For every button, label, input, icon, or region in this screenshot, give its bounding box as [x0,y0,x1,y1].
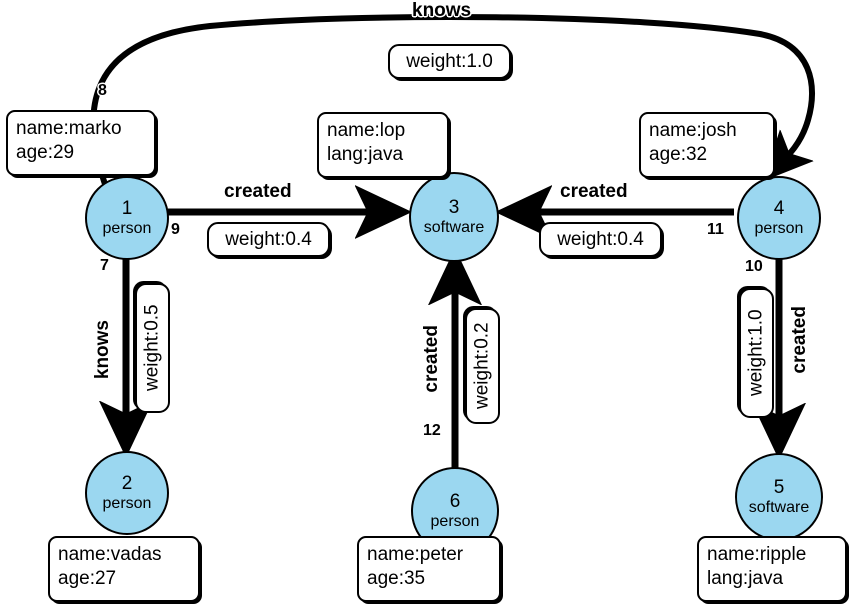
property-row: name:vadas [58,544,162,565]
edge-7-weight: weight:0.5 [135,283,170,413]
property-row: age:35 [367,568,426,590]
vertex-4[interactable]: 4 person [737,176,821,260]
vertex-3[interactable]: 3 software [409,172,499,262]
vertex-4-properties: name:josh age:32 [639,112,775,178]
vertex-label: software [748,498,810,516]
edge-11-label: created [560,181,628,202]
edge-9-weight: weight:0.4 [207,222,330,257]
vertex-2-properties: name:vadas age:27 [48,536,200,602]
vertex-3-properties: name:lop lang:java [317,112,449,178]
edge-10-id: 10 [745,258,763,275]
vertex-1[interactable]: 1 person [85,176,169,260]
edge-11-weight: weight:0.4 [539,222,662,257]
edge-7-id: 7 [100,257,109,274]
edge-8-label: knows [412,0,472,21]
vertex-label: person [102,494,152,512]
edge-9-label: created [224,181,292,202]
vertex-label: person [102,219,152,237]
property-row: name:ripple [707,544,807,565]
property-row: lang:java [327,144,404,166]
edge-8-knows-1-to-4 [88,11,818,192]
vertex-id: 3 [448,197,460,219]
vertex-6-properties: name:peter age:35 [357,536,501,602]
property-row: age:32 [649,144,708,166]
vertex-id: 2 [121,473,133,495]
vertex-id: 4 [773,198,785,220]
vertex-id: 1 [121,198,133,220]
edge-8-id: 8 [98,82,107,99]
edge-9-id: 9 [171,221,180,238]
edge-11-id: 11 [707,221,724,238]
vertex-label: software [423,218,485,236]
vertex-label: person [754,219,804,237]
vertex-5-properties: name:ripple lang:java [697,536,847,602]
vertex-id: 6 [449,491,461,513]
edge-7-label: knows [92,320,113,380]
vertex-2[interactable]: 2 person [85,451,169,535]
property-row: name:josh [649,120,737,141]
vertex-label: person [430,512,480,530]
edge-10-weight: weight:1.0 [739,288,774,418]
edge-12-weight: weight:0.2 [465,308,500,424]
property-row: name:lop [327,120,406,141]
vertex-id: 5 [773,477,785,499]
property-row: name:marko [16,118,122,139]
property-row: age:29 [16,142,75,164]
edge-12-id: 12 [423,422,441,439]
edge-8-weight: weight:1.0 [388,44,511,79]
property-row: name:peter [367,544,464,565]
edge-10-label: created [789,306,810,374]
vertex-5[interactable]: 5 software [735,453,823,541]
property-row: age:27 [58,568,117,590]
edge-12-label: created [421,325,442,393]
vertex-1-properties: name:marko age:29 [6,110,156,176]
property-row: lang:java [707,568,784,590]
